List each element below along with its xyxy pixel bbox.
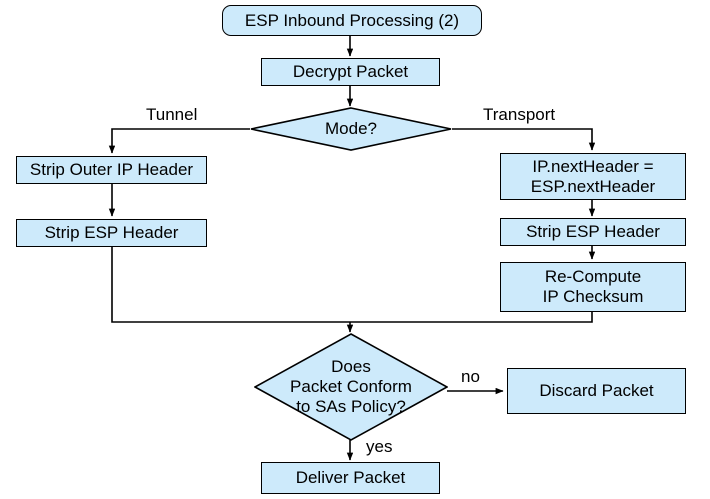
node-strip-esp-header-left-label: Strip ESP Header [44,223,179,242]
node-recompute-ip-checksum: Re-Compute IP Checksum [500,262,686,312]
conform-diamond-shape [254,333,448,441]
node-conform-decision-label: Does Packet Conform to SAs Policy? [290,357,412,416]
node-strip-esp-header-right: Strip ESP Header [500,218,686,246]
node-mode-decision-label: Mode? [325,119,377,138]
node-strip-outer-ip-header-label: Strip Outer IP Header [29,160,194,179]
node-strip-esp-header-right-label: Strip ESP Header [526,222,660,241]
node-deliver-packet: Deliver Packet [261,462,440,494]
node-conform-decision: Does Packet Conform to SAs Policy? [254,333,448,441]
node-discard-packet-label: Discard Packet [539,381,654,400]
node-decrypt-packet: Decrypt Packet [261,58,440,86]
edge-label-transport: Transport [483,105,556,124]
node-strip-esp-header-left: Strip ESP Header [16,219,207,247]
node-recompute-ip-checksum-label: Re-Compute IP Checksum [542,267,644,306]
node-ip-next-header: IP.nextHeader = ESP.nextHeader [500,153,686,200]
node-decrypt-packet-label: Decrypt Packet [292,62,409,81]
node-mode-decision: Mode? [250,107,452,151]
node-start-label: ESP Inbound Processing (2) [244,10,460,30]
node-start: ESP Inbound Processing (2) [222,5,482,36]
node-strip-outer-ip-header: Strip Outer IP Header [16,156,207,184]
mode-diamond-shape [250,107,452,151]
node-ip-next-header-label: IP.nextHeader = ESP.nextHeader [530,156,656,196]
edge-label-yes: yes [366,437,393,456]
edge-label-tunnel: Tunnel [146,105,198,124]
edge-label-no: no [461,367,480,386]
node-deliver-packet-label: Deliver Packet [295,468,406,487]
node-discard-packet: Discard Packet [507,368,686,414]
